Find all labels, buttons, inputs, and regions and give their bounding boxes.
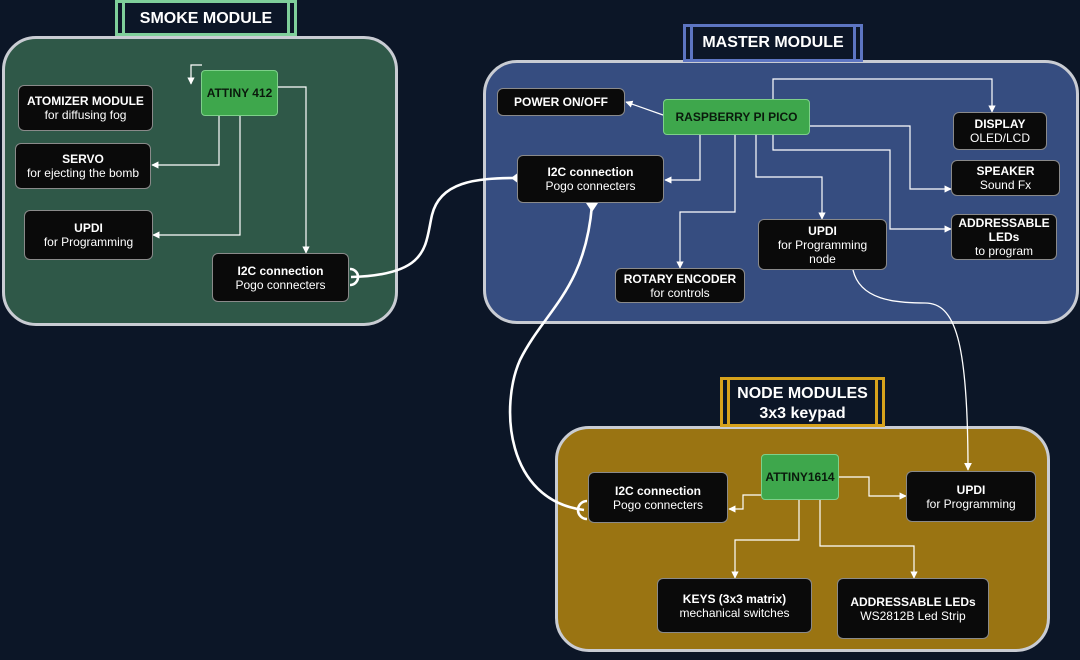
speaker-title: SPEAKER — [976, 164, 1035, 178]
rotary-encoder-subtitle: for controls — [650, 285, 710, 300]
master-module-title: MASTER MODULE — [683, 24, 863, 62]
smoke-updi-title: UPDI — [74, 221, 103, 235]
master-updi-subtitle: for Programming — [777, 237, 868, 252]
power-onoff-box: POWER ON/OFF — [497, 88, 625, 116]
node-modules-title-line1: NODE MODULES — [737, 385, 868, 402]
node-updi-title: UPDI — [956, 482, 986, 497]
smoke-i2c-box: I2C connection Pogo connecters — [212, 253, 349, 302]
display-subtitle: OLED/LCD — [969, 131, 1031, 145]
master-i2c-box: I2C connection Pogo connecters — [517, 155, 664, 203]
master-leds-box: ADDRESSABLE LEDs to program — [951, 214, 1057, 260]
display-title: DISPLAY — [974, 117, 1026, 131]
node-i2c-title: I2C connection — [614, 483, 701, 498]
smoke-i2c-subtitle: Pogo connecters — [235, 277, 326, 292]
node-i2c-subtitle: Pogo connecters — [612, 497, 704, 512]
raspberry-pi-pico-chip-label: RASPBERRY PI PICO — [675, 110, 798, 124]
servo-title: SERVO — [62, 152, 104, 166]
rotary-encoder-box: ROTARY ENCODER for controls — [615, 268, 745, 303]
attiny412-chip-label: ATTINY 412 — [206, 86, 273, 100]
speaker-box: SPEAKER Sound Fx — [951, 160, 1060, 196]
attiny412-chip: ATTINY 412 — [201, 70, 278, 116]
node-leds-title: ADDRESSABLE LEDs — [850, 594, 976, 609]
node-modules-title: NODE MODULES 3x3 keypad — [720, 377, 885, 427]
attiny1614-chip: ATTINY1614 — [761, 454, 839, 500]
master-i2c-subtitle: Pogo connecters — [545, 179, 636, 193]
atomizer-module-title: ATOMIZER MODULE — [27, 94, 144, 108]
raspberry-pi-pico-chip: RASPBERRY PI PICO — [663, 99, 810, 135]
display-box: DISPLAY OLED/LCD — [953, 112, 1047, 150]
rotary-encoder-title: ROTARY ENCODER — [623, 271, 737, 286]
smoke-updi-box: UPDI for Programming — [24, 210, 153, 260]
master-updi-extra: node — [809, 251, 836, 266]
master-updi-title: UPDI — [808, 223, 837, 238]
speaker-subtitle: Sound Fx — [979, 178, 1032, 192]
servo-box: SERVO for ejecting the bomb — [15, 143, 151, 189]
node-updi-subtitle: for Programming — [926, 496, 1016, 511]
master-updi-box: UPDI for Programming node — [758, 219, 887, 270]
atomizer-module-subtitle: for diffusing fog — [44, 108, 127, 122]
node-leds-subtitle: WS2812B Led Strip — [860, 608, 966, 623]
node-updi-box: UPDI for Programming — [906, 471, 1036, 522]
master-leds-subtitle: to program — [974, 244, 1034, 258]
attiny1614-chip-label: ATTINY1614 — [765, 470, 835, 484]
keys-subtitle: mechanical switches — [679, 605, 790, 620]
node-modules-title-line2: 3x3 keypad — [759, 405, 846, 422]
master-module-title-text: MASTER MODULE — [702, 34, 844, 51]
master-leds-title: ADDRESSABLE LEDs — [958, 216, 1050, 244]
keys-title: KEYS (3x3 matrix) — [682, 591, 787, 606]
master-i2c-title: I2C connection — [547, 165, 634, 179]
power-onoff-title: POWER ON/OFF — [514, 95, 608, 109]
node-i2c-box: I2C connection Pogo connecters — [588, 472, 728, 523]
smoke-module-title: SMOKE MODULE — [115, 0, 297, 36]
node-leds-box: ADDRESSABLE LEDs WS2812B Led Strip — [837, 578, 989, 639]
servo-subtitle: for ejecting the bomb — [26, 166, 140, 180]
atomizer-module-box: ATOMIZER MODULE for diffusing fog — [18, 85, 153, 131]
smoke-updi-subtitle: for Programming — [43, 235, 134, 249]
smoke-i2c-title: I2C connection — [237, 263, 324, 278]
smoke-module-title-text: SMOKE MODULE — [139, 10, 273, 27]
keys-box: KEYS (3x3 matrix) mechanical switches — [657, 578, 812, 633]
